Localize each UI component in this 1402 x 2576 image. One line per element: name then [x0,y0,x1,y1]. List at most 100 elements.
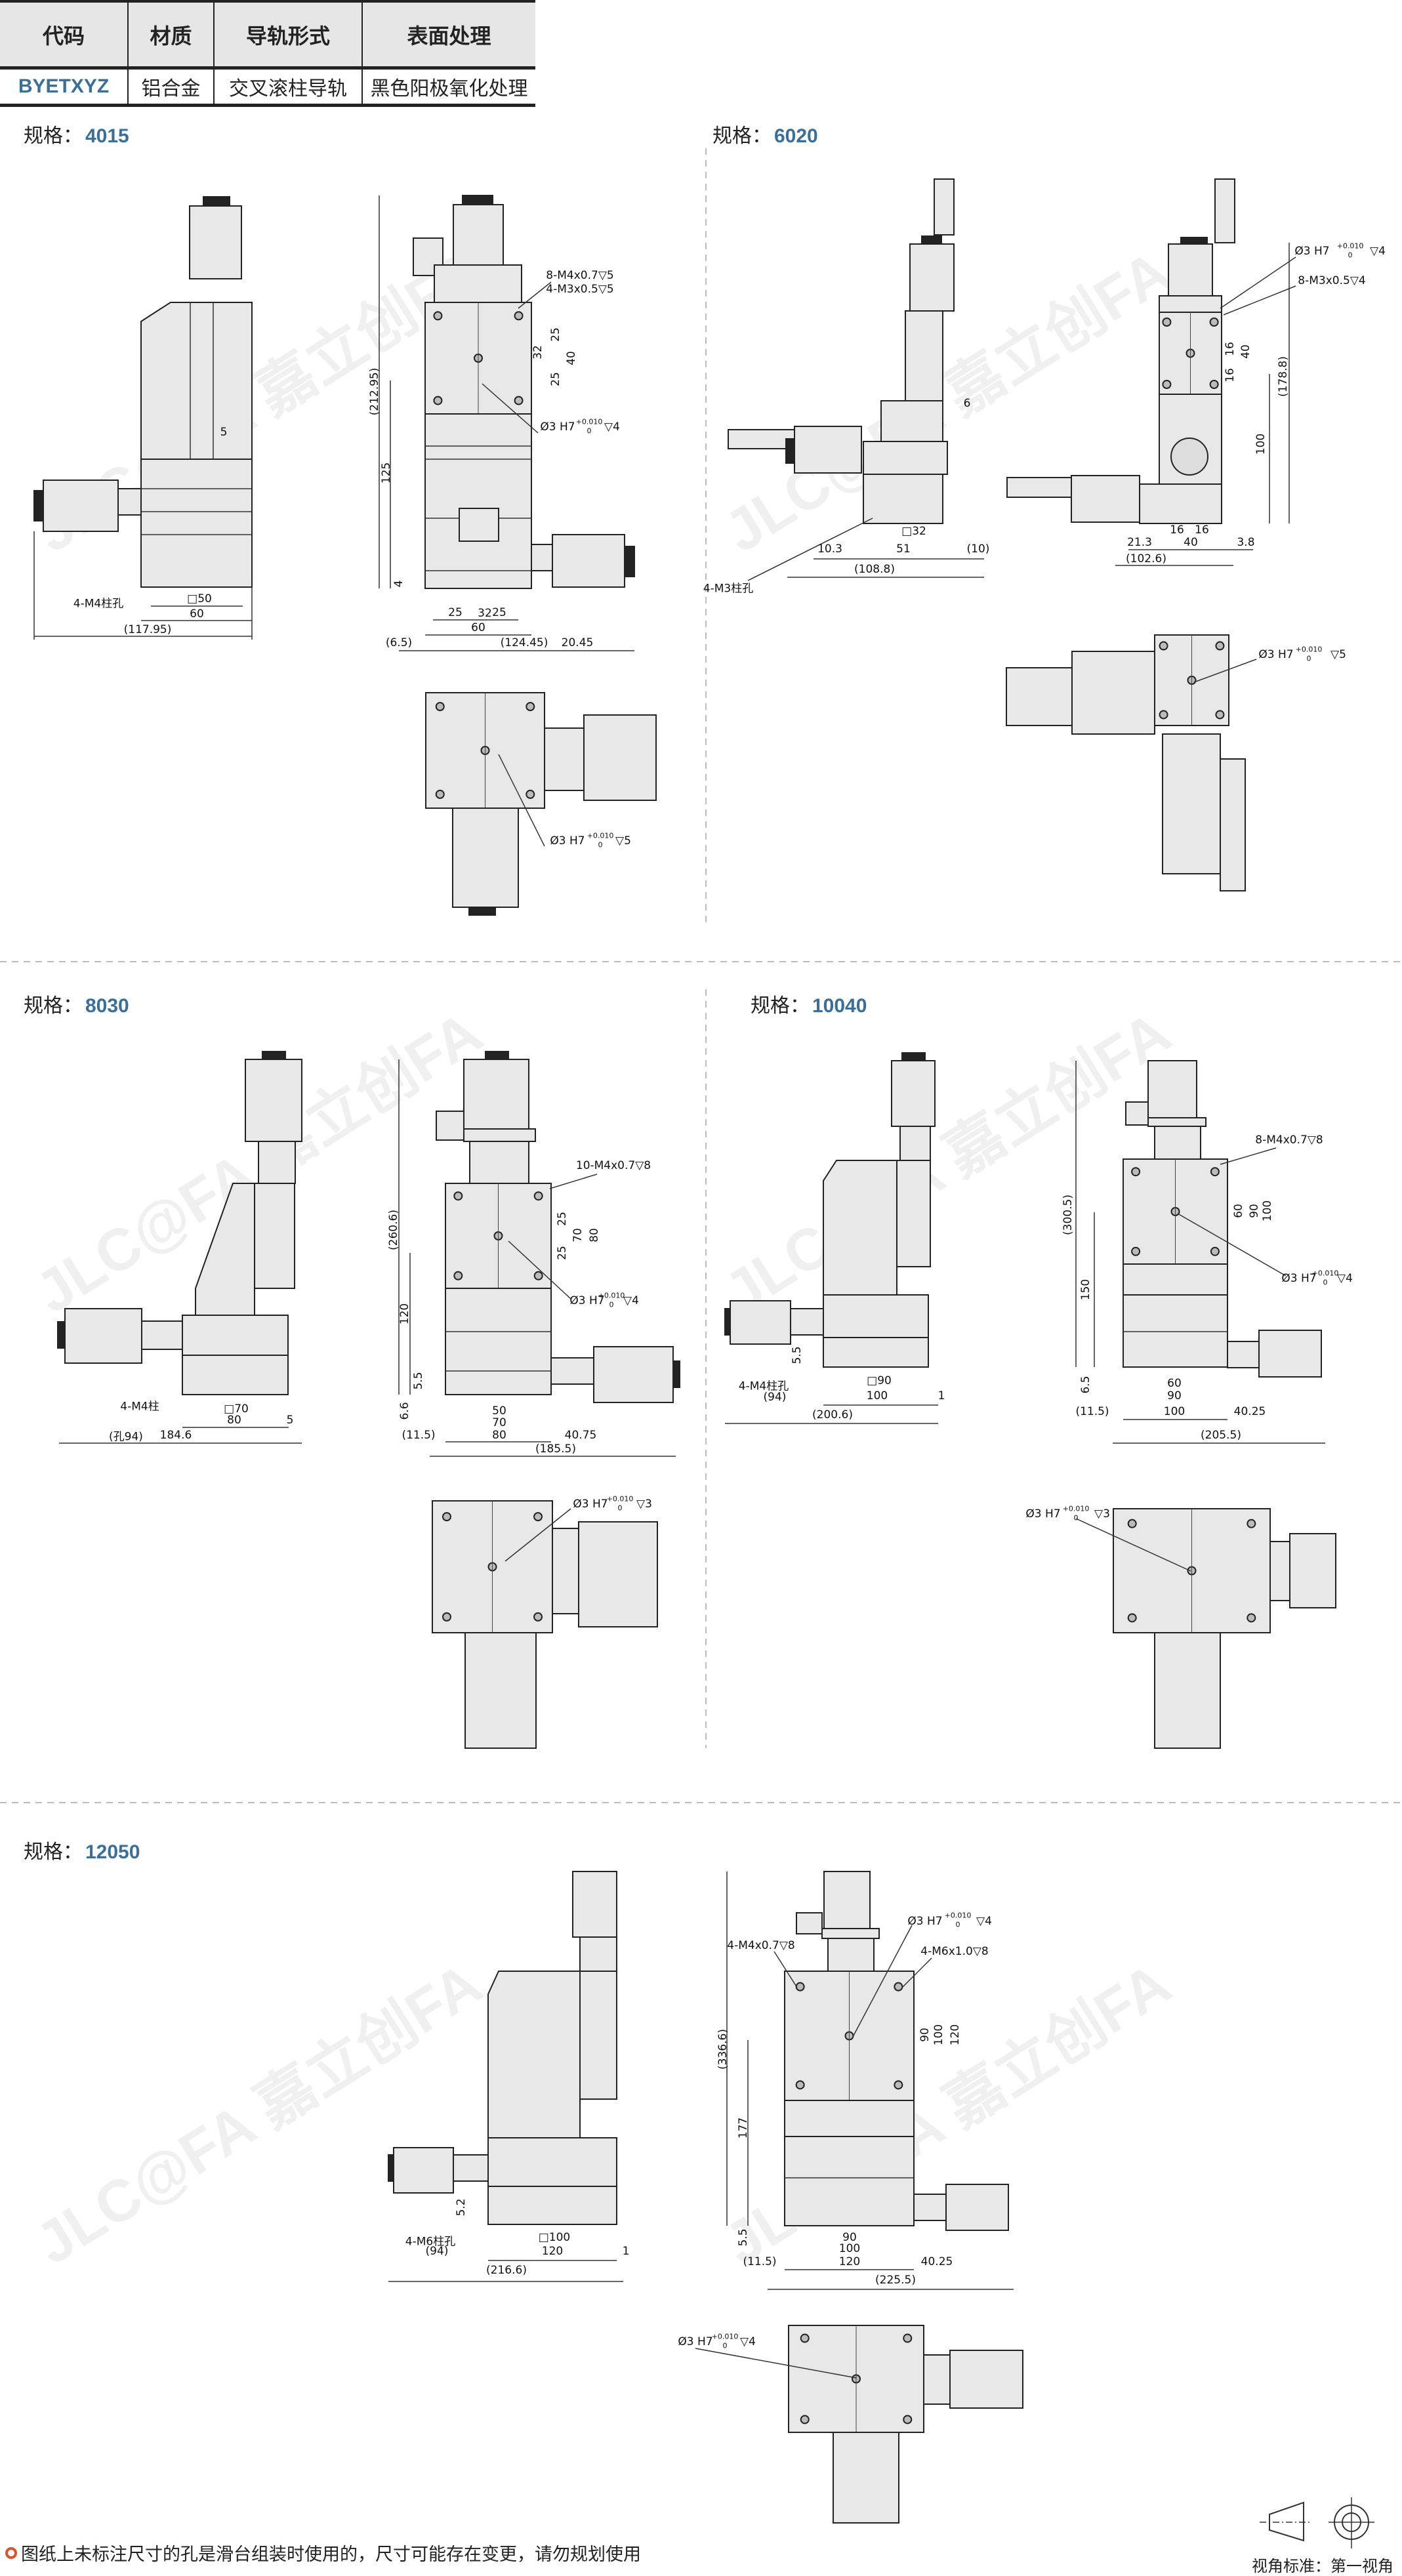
stage-middle [1123,1263,1228,1296]
mounting-hole [442,1512,451,1522]
mounting-hole [1210,1246,1220,1256]
spec-code: 8030 [85,995,129,1017]
motor-knob [921,235,942,245]
y-motor [1289,1533,1336,1608]
header-surface: 表面处理 [362,0,535,68]
cell-surface: 黑色阳极氧化处理 [362,66,535,107]
dimension-label: 120 [541,2245,564,2258]
mounting-hole [514,396,524,405]
coupler [821,1928,880,1939]
dimension-label: 0 [598,840,603,849]
section-title-10040: 规格：10040 [751,989,867,1018]
motor-knob [462,195,493,205]
dimension-label: 150 [1079,1278,1092,1301]
mounting-hole [800,2333,810,2343]
z-bracket [823,1160,897,1296]
coupler [1147,1117,1206,1127]
dimension-label: 4-M3柱孔 [703,582,754,596]
dimension-label: ▽4 [623,1294,639,1307]
z-motor [823,1871,871,1929]
guide-rods [453,2154,489,2182]
z-motor [572,1871,617,1938]
mounting-hole [533,1512,543,1522]
dimension-label: ▽4 [1370,245,1386,258]
spec-code: 12050 [85,1841,140,1863]
mounting-hole [1131,1246,1141,1256]
dimension-label: 4-M3x0.5▽5 [546,283,614,296]
coupler [463,1128,536,1142]
guide-rods [141,1320,183,1350]
leader-line [518,281,552,309]
mounting-hole [1215,641,1225,651]
dimension-label: 8-M3x0.5▽4 [1298,274,1366,287]
spec-label: 规格： [751,995,810,1017]
dimension-label: □32 [901,525,926,538]
mounting-hole [514,311,524,321]
mounting-hole [903,2415,913,2424]
table-row: BYETXYZ 铝合金 交叉滚柱导轨 黑色阳极氧化处理 [0,66,535,107]
z-motor [189,205,242,279]
stage-body [784,2136,915,2226]
dimension-label: ▽3 [1094,1507,1110,1521]
leader-line [695,2348,857,2379]
dimension-label: 100 [838,2242,861,2255]
leader-line [901,1957,932,1988]
dimension-label: 5.5 [412,1372,425,1390]
y-motor [1071,475,1140,523]
dimension-label: 70 [571,1228,585,1242]
mounting-hole [533,1191,543,1201]
motor-knob [468,907,496,916]
mounting-hole [533,1612,543,1622]
motor-knob [901,1052,926,1061]
dimension-label: 80 [492,1429,506,1442]
dimension-label: (94) [425,2245,449,2258]
dimension-label: □90 [867,1374,892,1387]
dimension-label: ▽4 [976,1915,992,1928]
mounting-hole [1131,1167,1141,1177]
sensor-box [436,1111,464,1141]
mounting-hole [453,1191,463,1201]
dimension-label: 25 [556,1246,569,1260]
z-motor [452,808,519,908]
dimension-label: Ø3 H7 [1294,245,1330,258]
dimension-label: 21.3 [1127,536,1152,549]
dimension-label: 60 [190,607,204,621]
dimension-label: 3.8 [1237,536,1255,549]
stage-base [823,1337,929,1368]
dimension-label: 100 [866,1389,888,1402]
motor-knob [724,1308,731,1336]
motor-knob [33,490,44,521]
dimension-label: □50 [187,592,212,605]
cell-rail: 交叉滚柱导轨 [214,66,363,107]
dimension-label: 0 [1306,654,1311,663]
dimension-label: 50 [492,1404,506,1418]
dimension-label: (11.5) [743,2255,777,2268]
stage-body [1123,1294,1228,1368]
first-angle-projection-icon [1260,2497,1374,2548]
dimension-label: 60 [471,621,485,634]
dimension-label: 25 [492,606,506,619]
dimension-label: Ø3 H7 [678,2335,713,2348]
lead-screw-block [459,508,499,542]
z-carriage [254,1183,295,1289]
warning-circle-icon [5,2546,17,2559]
z-motor [1154,1632,1221,1749]
dimension-label: 184.6 [159,1429,192,1442]
dimension-label: 4-M6x1.0▽8 [920,1945,989,1958]
mounting-hole [1159,710,1168,720]
dimension-label: 70 [492,1416,506,1429]
dimension-label: 90 [842,2231,857,2244]
sensor-box [1125,1101,1149,1126]
x-motor [794,426,862,474]
z-bracket [195,1183,255,1316]
dimension-label: 20.45 [561,636,594,649]
dimension-label: 100 [932,2024,945,2046]
mounting-hole [526,789,535,799]
mounting-hole [433,396,443,405]
dimension-label: (11.5) [402,1429,436,1442]
dimension-label: 4-M4柱孔 [73,597,124,611]
mounting-hole [800,2415,810,2424]
dimension-label: (10) [966,542,990,556]
guide-rods [899,1126,931,1161]
